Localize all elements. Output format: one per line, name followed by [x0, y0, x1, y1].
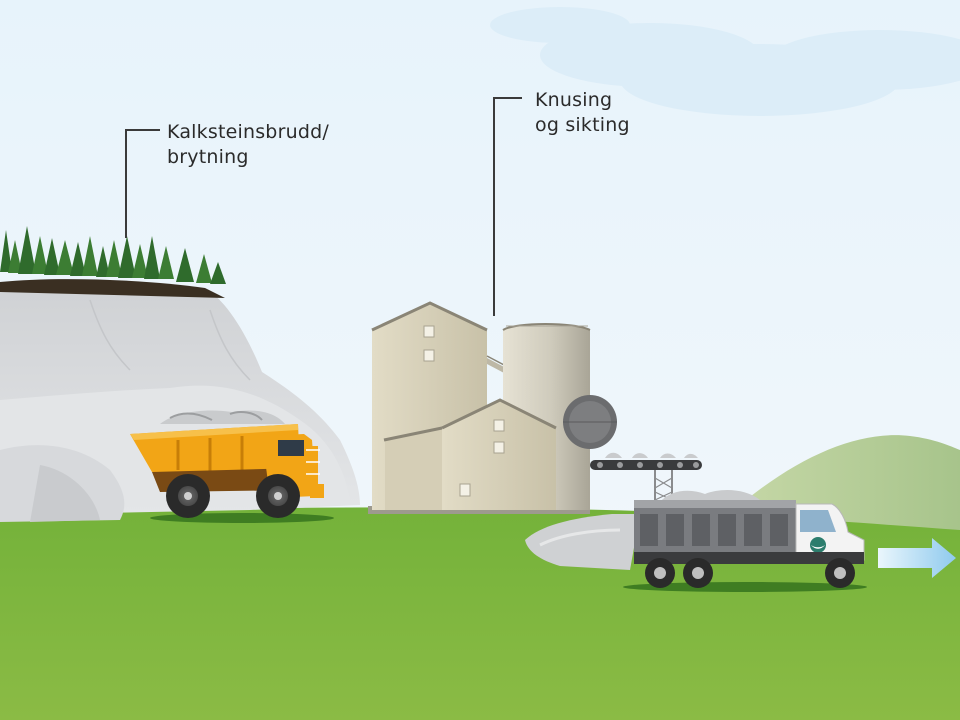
crushing-plant-icon [368, 301, 591, 514]
crushing-label: Knusing og sikting [535, 88, 630, 138]
quarry-label-leader [125, 129, 160, 238]
quarry-label-line-1: Kalksteinsbrudd/ [167, 121, 329, 143]
mining-dump-truck-icon [130, 410, 334, 523]
crushing-label-leader [493, 97, 522, 316]
quarry-label: Kalksteinsbrudd/ brytning [167, 120, 329, 170]
quarry-label-line-2: brytning [167, 146, 249, 168]
gravel-pile [525, 514, 640, 570]
lorry-icon [623, 490, 867, 592]
conveyor-belt-icon [563, 395, 702, 506]
crushing-label-line-1: Knusing [535, 89, 613, 111]
crushing-label-line-2: og sikting [535, 114, 630, 136]
clouds [490, 7, 960, 116]
forest-icon [0, 226, 226, 284]
direction-arrow-icon [878, 538, 956, 578]
